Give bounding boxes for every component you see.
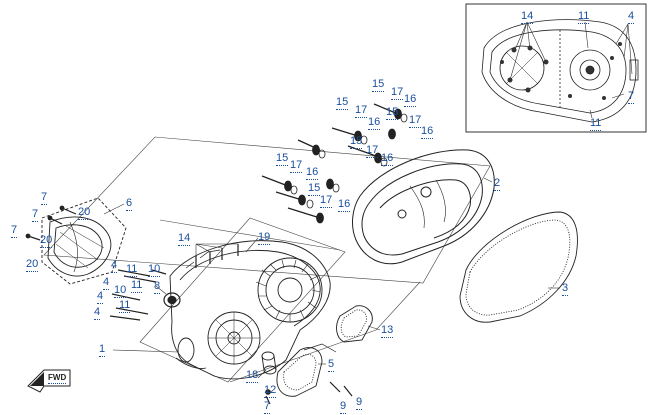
callout-18[interactable]: 18 <box>246 369 259 383</box>
callout-9[interactable]: 9 <box>356 396 363 410</box>
callout-7[interactable]: 7 <box>11 224 18 238</box>
callout-16[interactable]: 16 <box>404 93 417 107</box>
callout-4[interactable]: 4 <box>103 276 110 290</box>
callout-17[interactable]: 17 <box>320 194 333 208</box>
callout-11[interactable]: 11 <box>126 263 138 277</box>
callout-12[interactable]: 12 <box>264 384 277 398</box>
spacers-16-17 <box>284 108 408 224</box>
callout-20[interactable]: 20 <box>40 234 53 248</box>
side-cover-5 <box>276 343 337 397</box>
callout-4[interactable]: 4 <box>97 290 104 304</box>
outer-cvt-cover <box>352 149 495 265</box>
inset-view <box>465 3 647 133</box>
callout-9[interactable]: 9 <box>340 400 347 414</box>
callout-4[interactable]: 4 <box>94 306 101 320</box>
forward-direction-label: FWD <box>48 373 67 384</box>
callout-10[interactable]: 10 <box>148 263 161 277</box>
callout-1[interactable]: 1 <box>99 343 106 357</box>
callout-7[interactable]: 7 <box>41 191 48 205</box>
callout-15[interactable]: 15 <box>308 182 321 196</box>
forward-arrow-icon <box>27 369 71 393</box>
callout-7[interactable]: 7 <box>32 208 39 222</box>
callout-5[interactable]: 5 <box>328 358 335 372</box>
callout-17[interactable]: 17 <box>391 86 404 100</box>
callout-15[interactable]: 15 <box>350 135 363 149</box>
cover-bolts-left <box>109 269 167 321</box>
inner-clutch-cover <box>169 240 331 380</box>
outer-cover-bolts <box>261 103 399 219</box>
callout-6[interactable]: 6 <box>126 197 133 211</box>
callout-4[interactable]: 4 <box>628 10 635 24</box>
callout-11[interactable]: 11 <box>590 117 602 131</box>
callout-16[interactable]: 16 <box>421 125 434 139</box>
callout-14[interactable]: 14 <box>178 232 191 246</box>
callout-14[interactable]: 14 <box>521 10 534 24</box>
left-cover-screws <box>25 205 77 241</box>
callout-leaders <box>103 177 560 392</box>
callout-17[interactable]: 17 <box>290 159 303 173</box>
callout-20[interactable]: 20 <box>26 258 39 272</box>
callout-8[interactable]: 8 <box>154 280 161 294</box>
callout-11[interactable]: 11 <box>119 299 131 313</box>
callout-19[interactable]: 19 <box>258 231 271 245</box>
callout-17[interactable]: 17 <box>409 114 422 128</box>
callout-10[interactable]: 10 <box>114 284 127 298</box>
callout-20[interactable]: 20 <box>78 206 91 220</box>
callout-16[interactable]: 16 <box>368 116 381 130</box>
callout-11[interactable]: 11 <box>131 279 143 293</box>
small-gasket-13 <box>336 305 373 343</box>
callout-4[interactable]: 4 <box>111 259 118 273</box>
callout-3[interactable]: 3 <box>562 282 569 296</box>
callout-13[interactable]: 13 <box>381 324 394 338</box>
callout-15[interactable]: 15 <box>336 96 349 110</box>
cover-bolts-14 <box>195 244 239 268</box>
callout-11[interactable]: 11 <box>578 10 590 24</box>
callout-15[interactable]: 15 <box>386 106 399 120</box>
callout-2[interactable]: 2 <box>494 177 501 191</box>
callout-16[interactable]: 16 <box>381 152 394 166</box>
callout-7[interactable]: 7 <box>628 90 635 104</box>
washer-8 <box>163 292 181 308</box>
callout-17[interactable]: 17 <box>366 144 379 158</box>
callout-15[interactable]: 15 <box>276 152 289 166</box>
shaft-18 <box>261 351 277 375</box>
callout-17[interactable]: 17 <box>355 104 368 118</box>
callout-16[interactable]: 16 <box>306 166 319 180</box>
callout-16[interactable]: 16 <box>338 198 351 212</box>
cover-gasket <box>459 211 578 323</box>
callout-7[interactable]: 7 <box>264 400 271 414</box>
callout-15[interactable]: 15 <box>372 78 385 92</box>
